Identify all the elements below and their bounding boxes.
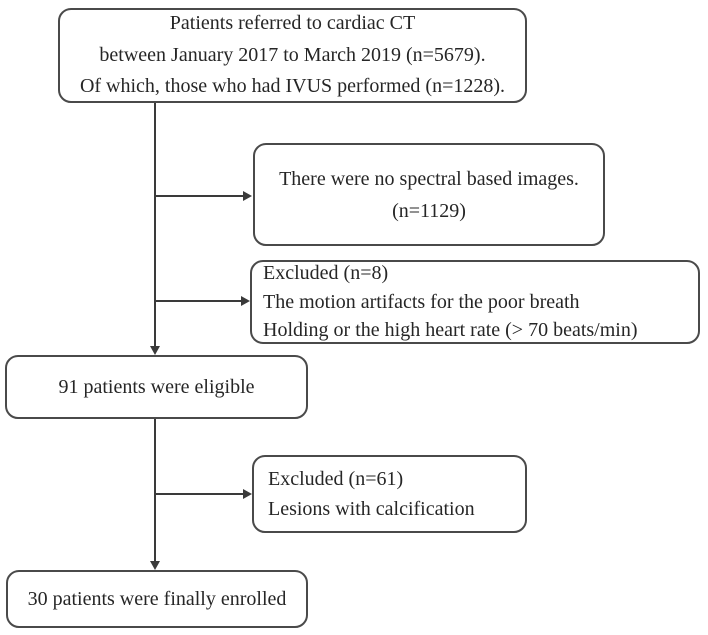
box-excluded-n8-motion-artifacts: Excluded (n=8) The motion artifacts for … bbox=[250, 260, 700, 344]
arrow-right-to-excluded-n8-icon bbox=[241, 296, 250, 306]
box-line: Lesions with calcification bbox=[268, 498, 475, 520]
arrow-right-to-no-spectral-icon bbox=[243, 191, 252, 201]
box-line: 30 patients were finally enrolled bbox=[27, 588, 287, 610]
connector-spine-bottom bbox=[154, 418, 156, 562]
connector-branch-excluded-n8 bbox=[155, 300, 242, 302]
arrow-down-to-enrolled-icon bbox=[150, 561, 160, 570]
connector-spine-top bbox=[154, 103, 156, 347]
box-line: (n=1129) bbox=[392, 199, 466, 222]
box-line: between January 2017 to March 2019 (n=56… bbox=[99, 43, 486, 66]
box-line: There were no spectral based images. bbox=[279, 167, 579, 190]
box-line: 91 patients were eligible bbox=[58, 376, 255, 398]
connector-branch-no-spectral bbox=[155, 195, 244, 197]
box-patients-enrolled: 30 patients were finally enrolled bbox=[6, 570, 308, 628]
box-line: The motion artifacts for the poor breath bbox=[263, 290, 580, 313]
connector-branch-excluded-n61 bbox=[155, 493, 244, 495]
box-line: Holding or the high heart rate (> 70 bea… bbox=[263, 319, 638, 342]
box-patients-eligible: 91 patients were eligible bbox=[5, 355, 308, 419]
arrow-down-to-eligible-icon bbox=[150, 346, 160, 355]
box-line: Patients referred to cardiac CT bbox=[169, 12, 416, 35]
box-patients-referred: Patients referred to cardiac CT between … bbox=[58, 8, 527, 103]
box-no-spectral-images: There were no spectral based images. (n=… bbox=[253, 143, 605, 246]
box-excluded-n61-calcification: Excluded (n=61) Lesions with calcificati… bbox=[252, 455, 527, 533]
box-line: Of which, those who had IVUS performed (… bbox=[79, 75, 506, 98]
arrow-right-to-excluded-n61-icon bbox=[243, 489, 252, 499]
box-line: Excluded (n=8) bbox=[263, 262, 389, 285]
box-line: Excluded (n=61) bbox=[268, 468, 404, 490]
